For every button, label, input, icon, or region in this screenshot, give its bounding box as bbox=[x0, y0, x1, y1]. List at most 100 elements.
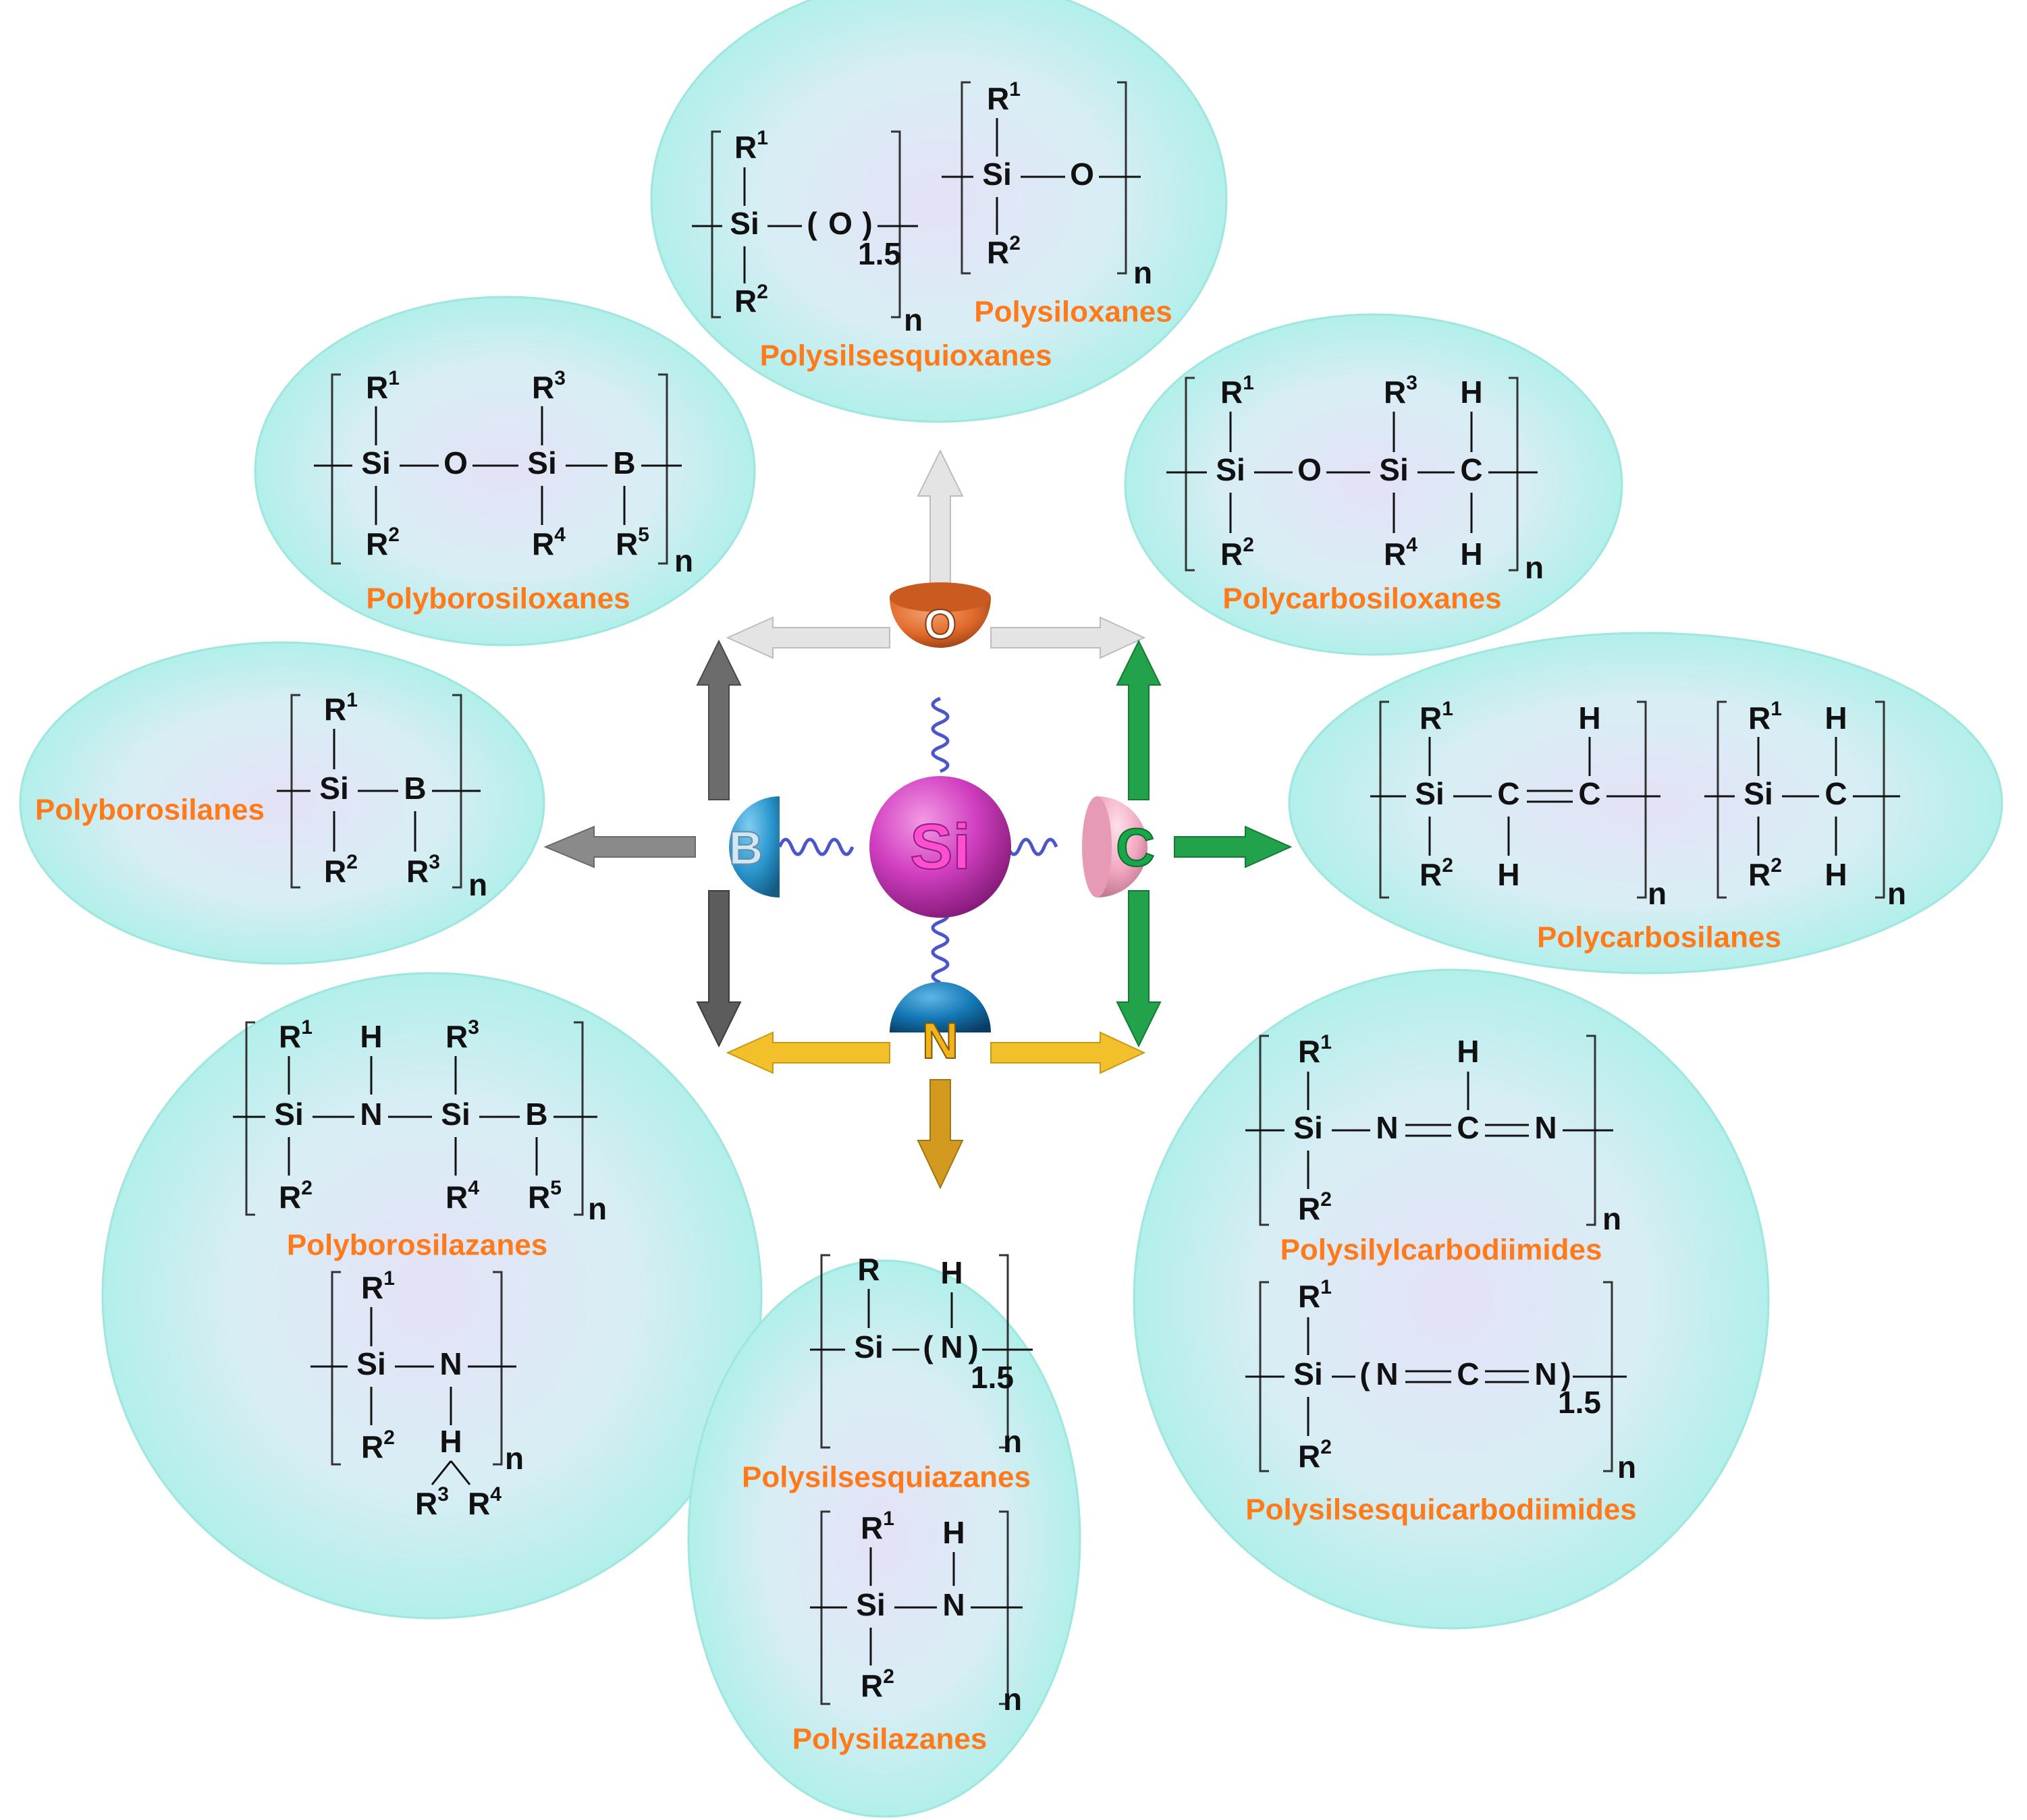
svg-text:C: C bbox=[1457, 1356, 1479, 1391]
svg-text:N: N bbox=[1376, 1110, 1398, 1145]
hub-si-label: Si bbox=[910, 811, 971, 883]
svg-text:n: n bbox=[1133, 255, 1152, 290]
si-sphere bbox=[869, 776, 1011, 918]
hub-c-label: C bbox=[1116, 817, 1155, 877]
svg-text:(: ( bbox=[807, 206, 817, 241]
svg-text:R2: R2 bbox=[361, 1427, 395, 1464]
svg-text:R3: R3 bbox=[1384, 372, 1417, 410]
svg-text:N: N bbox=[360, 1097, 382, 1132]
svg-text:R2: R2 bbox=[1298, 1436, 1332, 1474]
svg-text:H: H bbox=[1578, 700, 1600, 736]
svg-text:N: N bbox=[1376, 1356, 1398, 1391]
svg-text:n: n bbox=[1887, 876, 1906, 911]
svg-text:1.5: 1.5 bbox=[971, 1360, 1014, 1395]
label-polycarbosilanes: Polycarbosilanes bbox=[1537, 921, 1781, 954]
svg-text:C: C bbox=[1497, 776, 1519, 811]
bubble-polyborosilanes bbox=[19, 641, 545, 965]
svg-text:N: N bbox=[940, 1329, 963, 1364]
bubble-carbodiimides bbox=[1133, 968, 1770, 1630]
svg-text:R3: R3 bbox=[406, 851, 440, 889]
svg-text:R2: R2 bbox=[366, 524, 400, 561]
svg-text:R2: R2 bbox=[1298, 1188, 1332, 1226]
svg-text:H: H bbox=[360, 1019, 382, 1054]
svg-text:R3: R3 bbox=[445, 1016, 479, 1054]
label-polyborosiloxanes: Polyborosiloxanes bbox=[366, 582, 630, 615]
svg-text:B: B bbox=[613, 445, 635, 480]
svg-text:Si: Si bbox=[274, 1097, 303, 1132]
svg-text:R1: R1 bbox=[324, 689, 358, 727]
svg-text:R5: R5 bbox=[528, 1177, 562, 1215]
svg-text:H: H bbox=[1825, 857, 1847, 892]
structure-polysilylcarbodiimides: R1 Si N H C N R2 n bbox=[1245, 1031, 1621, 1236]
svg-text:Si: Si bbox=[730, 206, 759, 241]
structure-polysilsesquiazanes: R Si ( N ) 1.5 H n bbox=[810, 1252, 1033, 1459]
svg-text:R: R bbox=[857, 1252, 880, 1287]
structure-polycarbosiloxanes: R1 Si O R3 Si H C R2 R4 H n bbox=[1166, 372, 1544, 585]
svg-text:H: H bbox=[1460, 375, 1482, 410]
svg-text:): ) bbox=[862, 206, 872, 241]
svg-text:(: ( bbox=[923, 1329, 934, 1364]
structure-polysilsesquicarbodiimides: R1 Si ( N C N ) 1.5 R2 n bbox=[1245, 1276, 1636, 1485]
svg-text:Si: Si bbox=[361, 445, 390, 480]
svg-text:O: O bbox=[828, 206, 853, 241]
structure-polysilsesquioxanes: R1 Si ( O ) 1.5 R2 n bbox=[692, 127, 923, 337]
svg-text:n: n bbox=[1003, 1424, 1022, 1459]
label-polycarbosiloxanes: Polycarbosiloxanes bbox=[1222, 582, 1501, 615]
svg-text:N: N bbox=[439, 1346, 462, 1381]
label-polysiloxanes: Polysiloxanes bbox=[974, 296, 1172, 329]
svg-text:Si: Si bbox=[527, 445, 556, 480]
svg-text:Si: Si bbox=[1415, 776, 1444, 811]
hub-n-label: N bbox=[922, 1012, 958, 1069]
svg-text:R1: R1 bbox=[1420, 698, 1453, 736]
svg-text:Si: Si bbox=[982, 157, 1011, 192]
svg-text:B: B bbox=[404, 771, 426, 806]
svg-text:): ) bbox=[1561, 1356, 1571, 1391]
structure-polyborosilazanes: R1 Si H N R3 Si B R2 R4 R5 n bbox=[233, 1016, 607, 1226]
svg-text:n: n bbox=[505, 1441, 524, 1476]
svg-text:R3: R3 bbox=[532, 367, 566, 405]
svg-text:O: O bbox=[1070, 157, 1094, 192]
structure-polysilazanes: R1 Si N H R2 n bbox=[810, 1508, 1023, 1717]
svg-text:N: N bbox=[942, 1587, 965, 1622]
svg-text:R4: R4 bbox=[532, 524, 566, 561]
svg-text:): ) bbox=[968, 1329, 978, 1364]
label-polysilylcarbodiimides: Polysilylcarbodiimides bbox=[1280, 1234, 1602, 1267]
svg-text:H: H bbox=[1457, 1034, 1479, 1069]
svg-text:Si: Si bbox=[1293, 1356, 1322, 1391]
svg-text:n: n bbox=[904, 302, 923, 337]
label-polysilazanes: Polysilazanes bbox=[792, 1723, 988, 1756]
bubble-silazanes bbox=[687, 1259, 1081, 1818]
svg-text:R2: R2 bbox=[1420, 854, 1453, 892]
bubble-polyborosiloxanes bbox=[254, 296, 756, 646]
svg-text:H: H bbox=[1460, 536, 1482, 572]
label-polyborosilazanes: Polyborosilazanes bbox=[287, 1229, 547, 1262]
svg-text:H: H bbox=[940, 1255, 963, 1290]
bubble-siloxanes bbox=[650, 0, 1228, 423]
svg-text:O: O bbox=[443, 445, 468, 480]
svg-text:R4: R4 bbox=[1384, 534, 1417, 572]
hub-b-label: B bbox=[729, 821, 763, 874]
svg-text:R1: R1 bbox=[366, 367, 400, 405]
n-hemisphere bbox=[890, 982, 991, 1032]
central-hub bbox=[543, 449, 1293, 1190]
svg-text:N: N bbox=[1534, 1110, 1557, 1145]
svg-text:R1: R1 bbox=[279, 1016, 313, 1054]
label-polysilsesquiazanes: Polysilsesquiazanes bbox=[742, 1461, 1031, 1494]
svg-text:R2: R2 bbox=[734, 281, 768, 319]
svg-text:R1: R1 bbox=[861, 1508, 894, 1545]
svg-text:Si: Si bbox=[1744, 776, 1773, 811]
svg-text:Si: Si bbox=[1216, 452, 1245, 487]
svg-text:R4: R4 bbox=[445, 1177, 479, 1215]
svg-text:C: C bbox=[1457, 1110, 1479, 1145]
svg-text:1.5: 1.5 bbox=[1558, 1385, 1601, 1420]
svg-text:Si: Si bbox=[854, 1329, 883, 1364]
svg-text:H: H bbox=[942, 1515, 965, 1550]
label-polyborosilanes: Polyborosilanes bbox=[35, 794, 265, 827]
hub-arrows bbox=[543, 449, 1293, 1190]
svg-text:R5: R5 bbox=[616, 524, 649, 561]
svg-text:N: N bbox=[1534, 1356, 1557, 1391]
svg-text:n: n bbox=[468, 867, 487, 902]
structure-polycarbosilanes: R1 Si C C H R2 H n R1 Si C H R2 H n bbox=[1370, 698, 1906, 911]
svg-text:R1: R1 bbox=[1748, 698, 1782, 736]
svg-text:Si: Si bbox=[319, 771, 348, 806]
